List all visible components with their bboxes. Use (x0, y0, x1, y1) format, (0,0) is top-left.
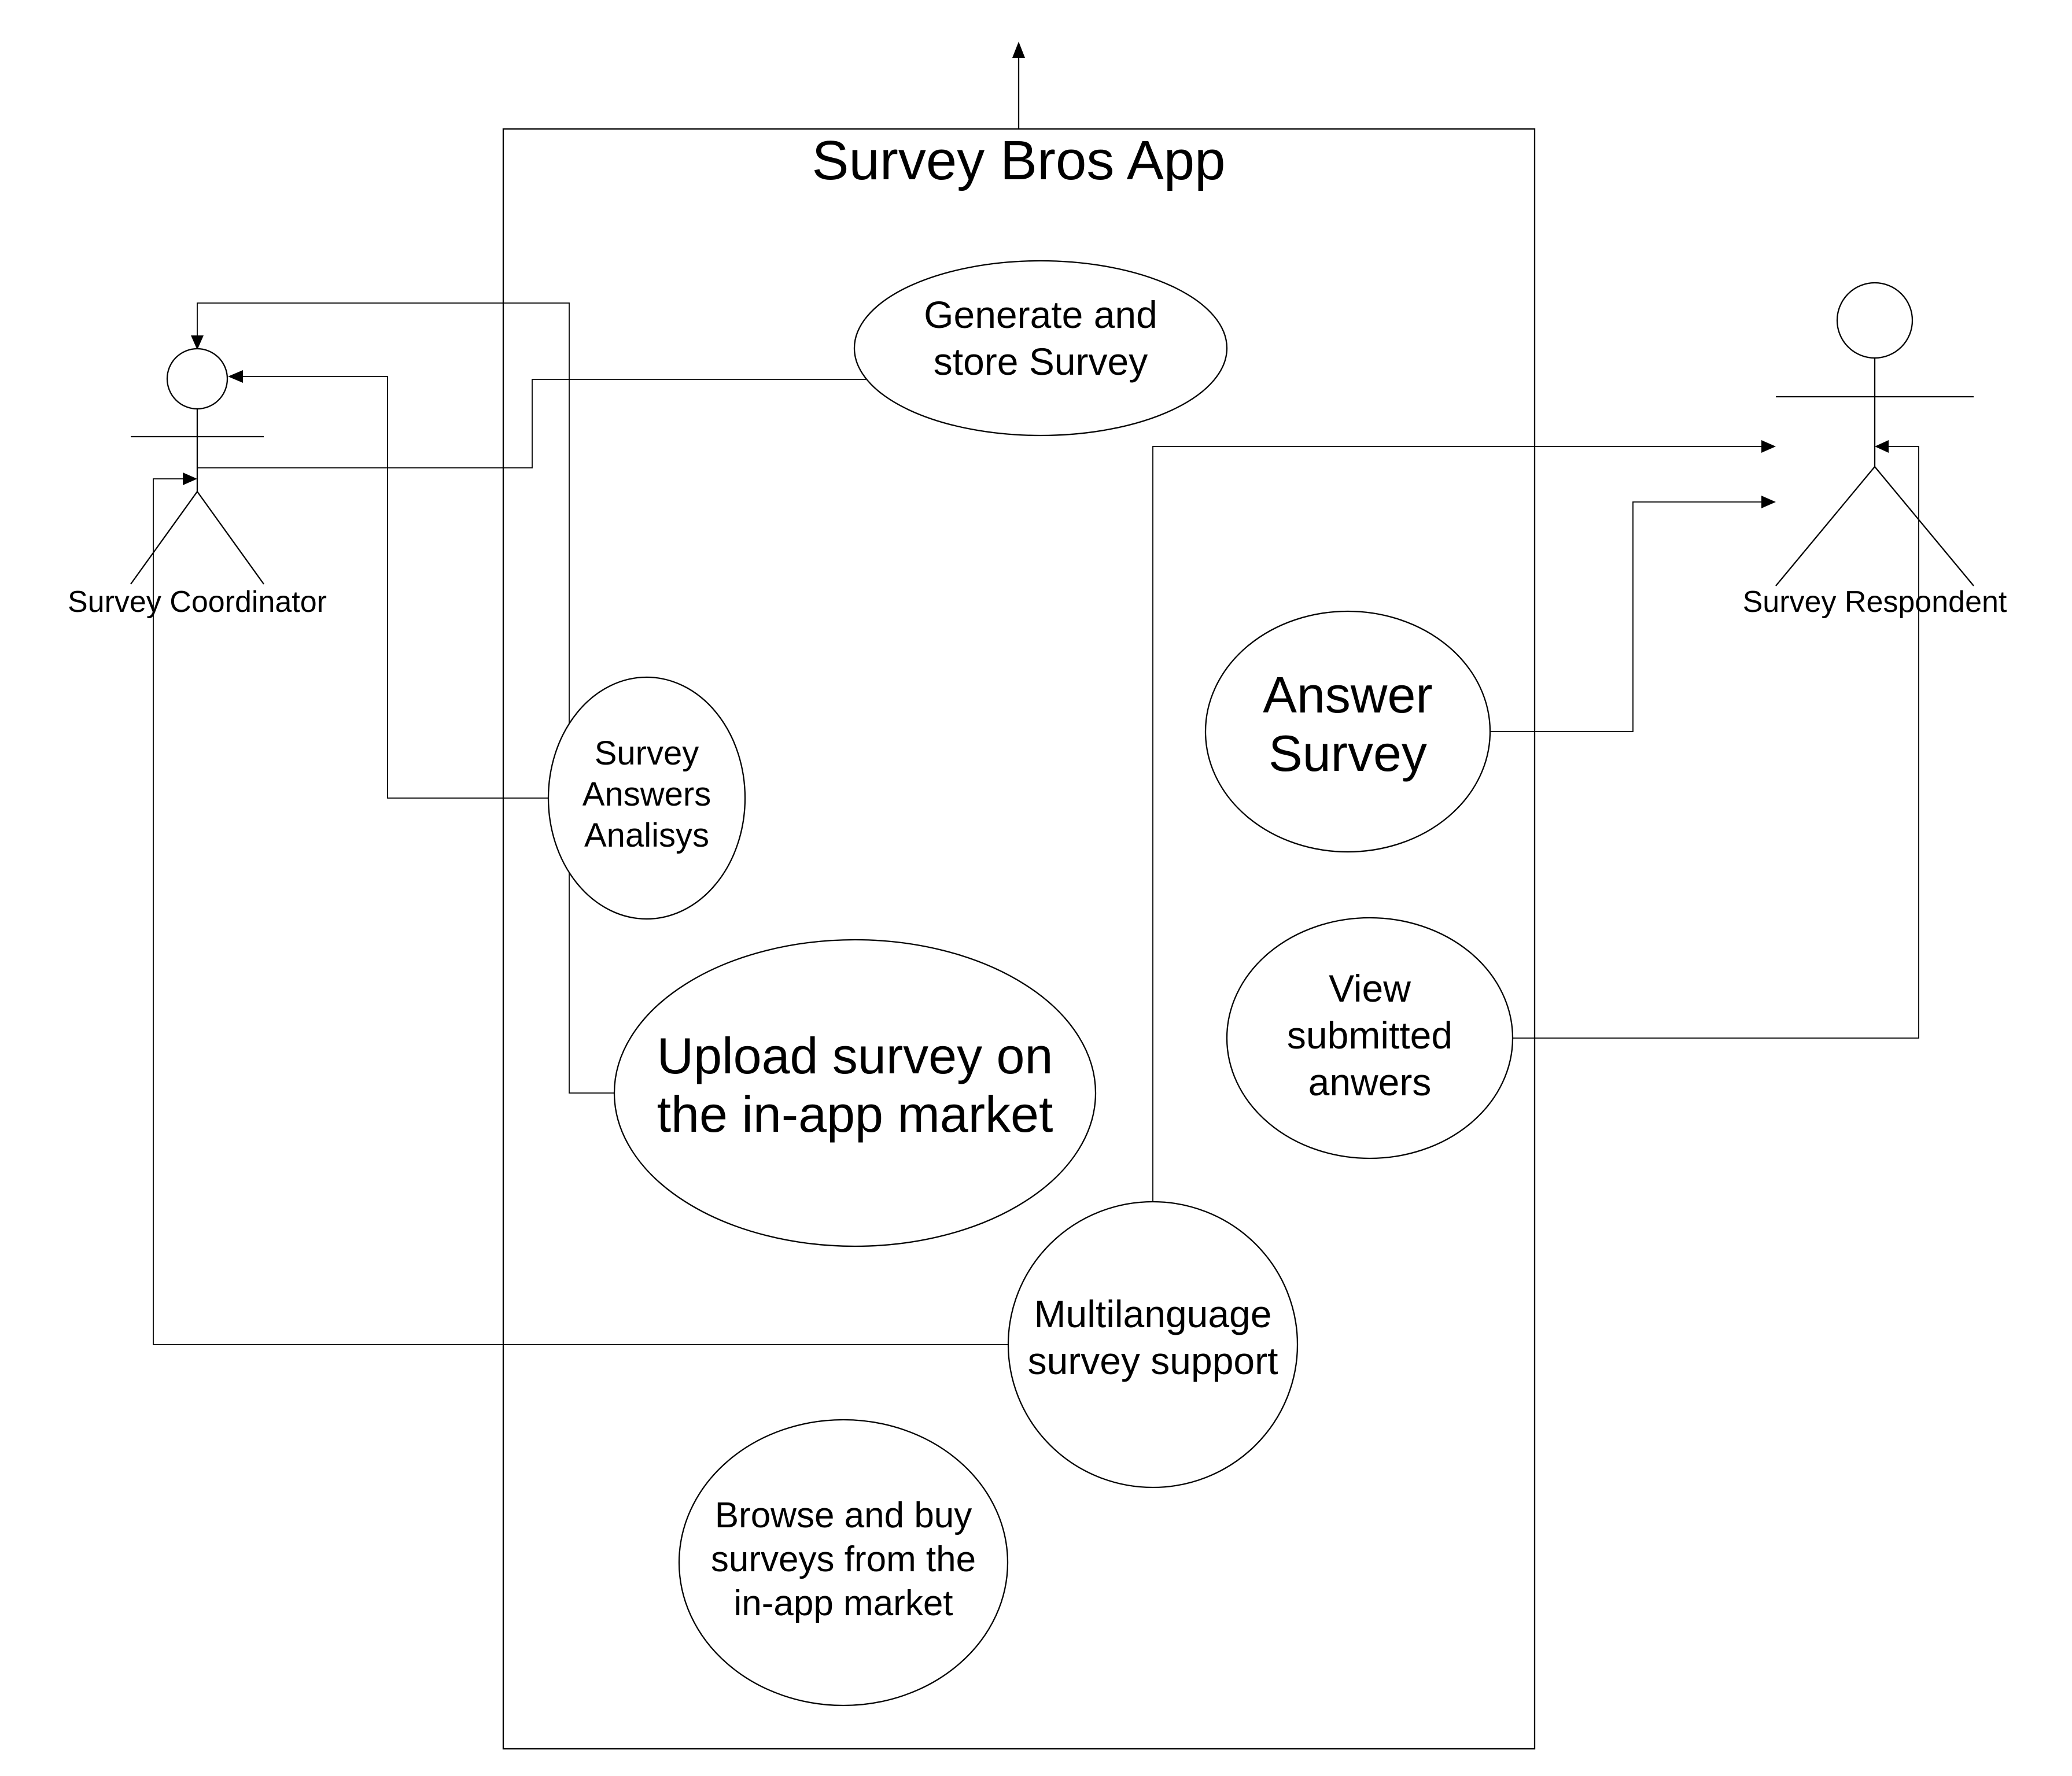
use-case-answer-survey: Answer Survey (1204, 610, 1491, 853)
actor-survey-coordinator (130, 348, 264, 585)
connector-generate-coordinator (197, 379, 866, 468)
actor-survey-respondent (1775, 282, 1974, 586)
use-case-multilanguage: Multilanguage survey support (1007, 1201, 1299, 1489)
use-case-generate-survey: Generate and store Survey (853, 260, 1228, 437)
connector-multilanguage-respondent (1152, 440, 1776, 1202)
use-case-label-line: Generate and (924, 293, 1157, 336)
connector-multilanguage-coordinator (153, 472, 1008, 1345)
use-case-label-line: Upload survey on (657, 1027, 1053, 1084)
use-case-label-line: in-app market (733, 1583, 953, 1623)
use-case-label-line: surveys from the (711, 1539, 976, 1579)
use-case-upload-survey: Upload survey on the in-app market (613, 939, 1097, 1247)
connector-answer-respondent (1490, 496, 1776, 732)
connector-view-respondent (1513, 440, 1919, 1039)
use-case-label-line: anwers (1308, 1061, 1432, 1103)
use-case-label-line: Answer (1263, 666, 1432, 723)
connector-analysis-coordinator (228, 370, 548, 799)
connector-upload-coordinator (191, 302, 614, 1094)
actor-head (166, 348, 228, 410)
actor-head (1836, 282, 1914, 359)
use-case-label-line: survey support (1028, 1339, 1278, 1382)
system-title: Survey Bros App (812, 130, 1225, 191)
actor-respondent-label: Survey Respondent (1743, 585, 2007, 619)
top-arrow (1012, 42, 1025, 129)
use-case-label-line: Multilanguage (1034, 1293, 1272, 1335)
actor-coordinator-label: Survey Coordinator (68, 585, 327, 619)
use-case-label-line: store Survey (934, 340, 1148, 383)
use-case-answers-analysis: Survey Answers Analisys (547, 676, 746, 920)
use-case-label-line: Analisys (584, 817, 709, 854)
use-case-label-line: submitted (1287, 1014, 1452, 1057)
use-case-label-line: Answers (582, 776, 711, 813)
use-case-label-line: Survey (595, 734, 699, 772)
use-case-label-line: Browse and buy (715, 1496, 972, 1535)
use-case-label-line: Survey (1269, 725, 1427, 782)
use-case-label-line: View (1329, 967, 1411, 1010)
use-case-browse-market: Browse and buy surveys from the in-app m… (678, 1419, 1009, 1707)
use-case-label-line: the in-app market (657, 1085, 1053, 1143)
use-case-view-answers: View submitted anwers (1226, 917, 1514, 1160)
